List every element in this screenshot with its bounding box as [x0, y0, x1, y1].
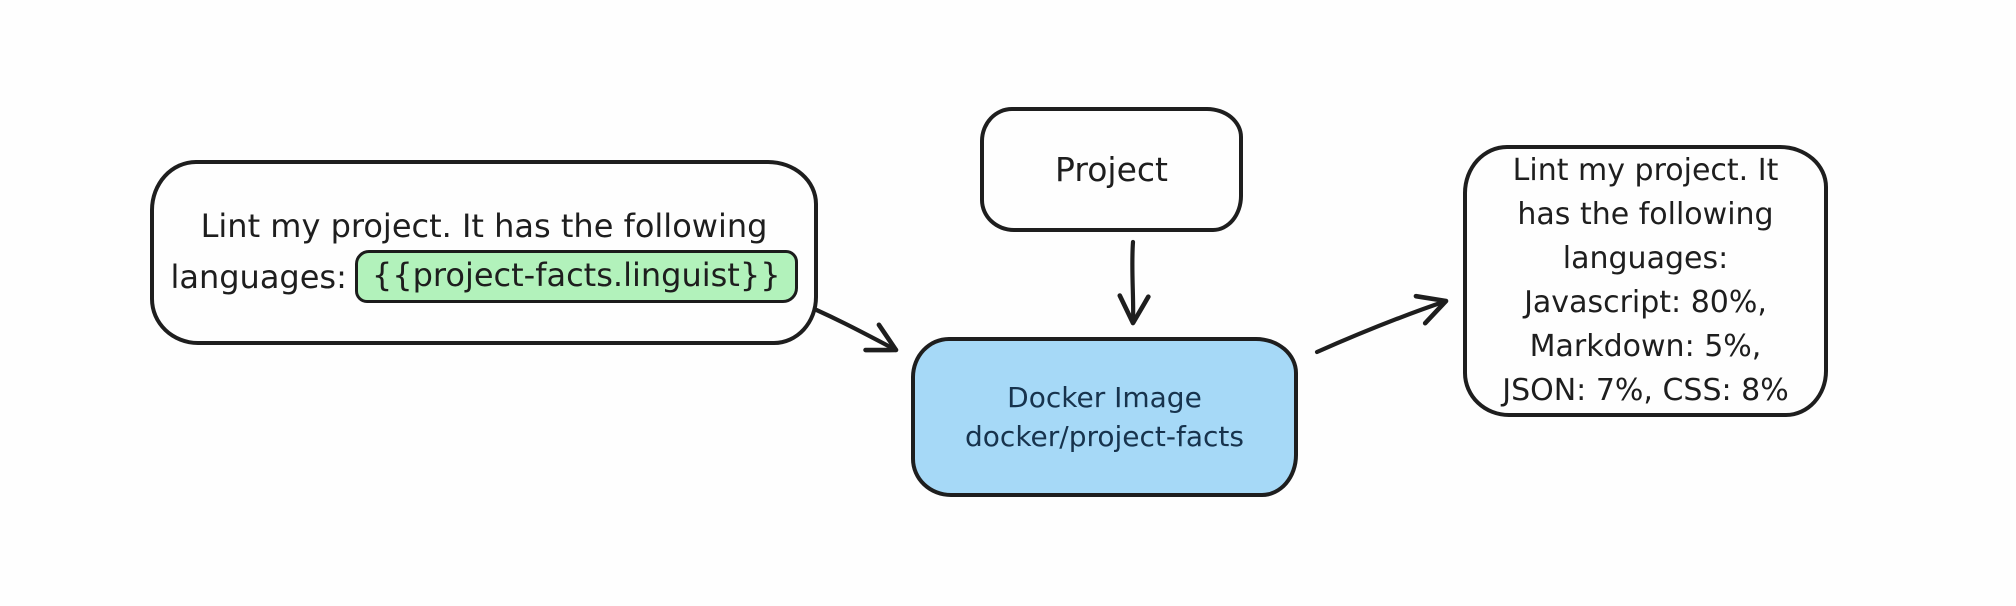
node-project: Project — [980, 107, 1243, 232]
result-line: Markdown: 5%, — [1529, 329, 1762, 364]
result-line: Lint my project. It — [1512, 153, 1779, 188]
docker-line-1: Docker Image — [1007, 381, 1202, 414]
template-variable-chip: {{project-facts.linguist}} — [354, 250, 798, 303]
prompt-line-2-prefix: languages: — [170, 257, 347, 296]
node-result-prompt: Lint my project. It has the following la… — [1463, 145, 1828, 417]
prompt-line-1: Lint my project. It has the following — [200, 207, 768, 245]
result-line: languages: — [1562, 241, 1729, 276]
result-line: Javascript: 80%, — [1524, 285, 1767, 320]
result-line: has the following — [1517, 197, 1774, 232]
docker-line-2: docker/project-facts — [965, 420, 1244, 453]
arrow-docker-to-result — [1314, 293, 1449, 355]
result-line: JSON: 7%, CSS: 8% — [1502, 373, 1789, 408]
node-prompt-template: Lint my project. It has the following la… — [150, 160, 818, 345]
project-label: Project — [1055, 150, 1168, 189]
arrow-project-to-docker — [1117, 239, 1151, 326]
prompt-line-2: languages: {{project-facts.linguist}} — [170, 250, 798, 303]
node-docker-image: Docker Image docker/project-facts — [911, 337, 1298, 497]
